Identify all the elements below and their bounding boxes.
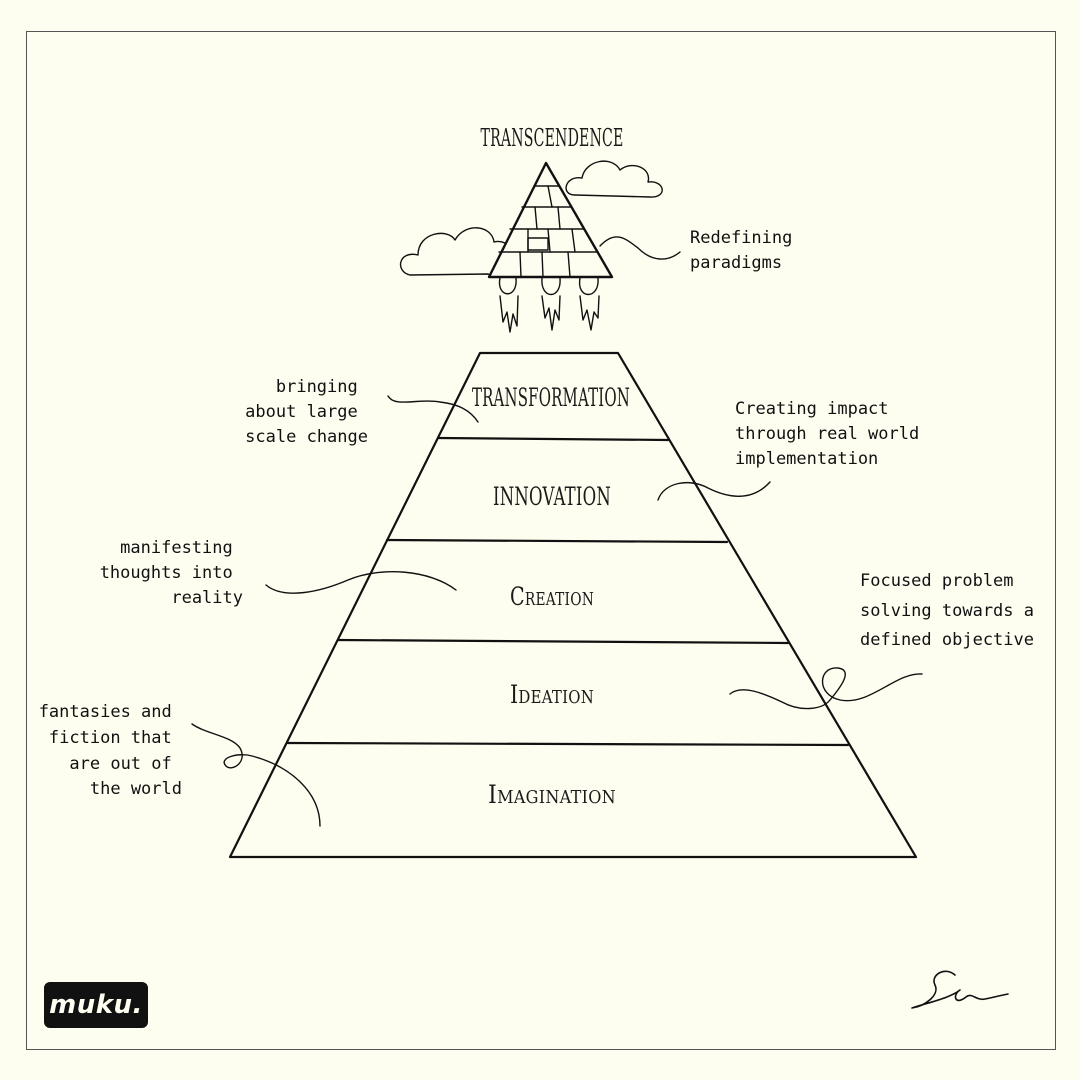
level-imagination: Imagination xyxy=(488,780,616,809)
divider-4 xyxy=(286,741,850,747)
divider-3 xyxy=(336,638,790,645)
note-innovation: Creating impact through real world imple… xyxy=(735,399,929,469)
level-ideation: Ideation xyxy=(510,680,594,709)
pyramid-outline xyxy=(228,351,918,859)
cloud-icon xyxy=(565,160,663,198)
connector-creation xyxy=(265,571,457,594)
divider-2 xyxy=(385,538,729,544)
connector-ideation xyxy=(729,667,923,710)
note-transcendence: Redefining paradigms xyxy=(690,228,803,273)
level-creation: Creation xyxy=(510,582,594,611)
level-transcendence: TRANSCENDENCE xyxy=(481,124,624,152)
connector-transcendence xyxy=(599,236,681,260)
signature-icon xyxy=(911,970,1009,1009)
connector-imagination xyxy=(191,723,321,827)
picture-frame xyxy=(26,31,1056,1050)
level-transformation: TRANSFORMATION xyxy=(472,383,630,412)
level-innovation: INNOVATION xyxy=(493,482,611,511)
note-ideation: Focused problem solving towards a define… xyxy=(860,571,1044,650)
muku-logo: muku. xyxy=(44,982,148,1028)
connector-innovation xyxy=(657,481,771,501)
divider-1 xyxy=(437,436,670,442)
note-transformation: bringing about large scale change xyxy=(245,377,368,447)
note-creation: manifesting thoughts into reality xyxy=(100,538,243,608)
main-pyramid xyxy=(228,351,918,859)
rocket-pyramid-icon xyxy=(487,161,614,333)
note-imagination: fantasies and fiction that are out of th… xyxy=(39,702,182,799)
connector-transformation xyxy=(387,395,479,423)
